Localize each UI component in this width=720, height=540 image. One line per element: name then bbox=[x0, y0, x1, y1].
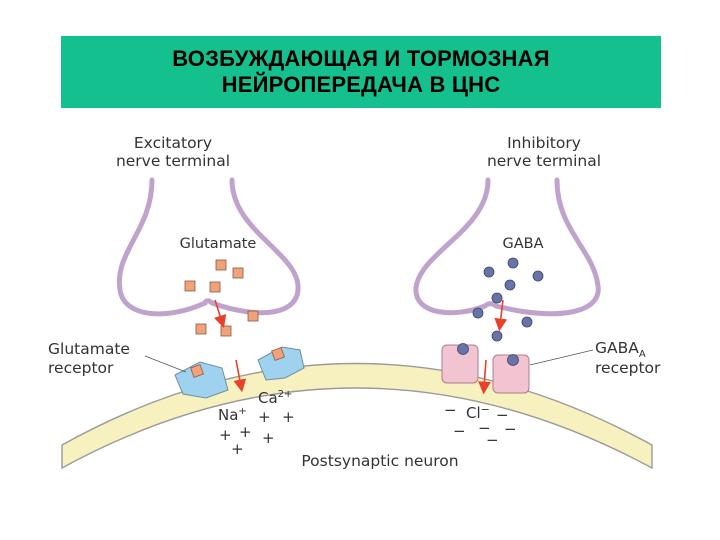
svg-text:−: − bbox=[486, 431, 499, 449]
svg-text:+: + bbox=[239, 423, 252, 441]
positive-charges: ++ +++ + bbox=[219, 408, 295, 458]
title-band: ВОЗБУЖДАЮЩАЯ И ТОРМОЗНАЯ НЕЙРОПЕРЕДАЧА В… bbox=[61, 36, 661, 108]
gaba-receptor-leader bbox=[529, 349, 594, 366]
glutamate-molecule bbox=[220, 325, 232, 337]
svg-text:+: + bbox=[258, 408, 271, 426]
svg-text:−: − bbox=[496, 406, 509, 424]
gaba-molecule bbox=[491, 292, 503, 304]
release-arrow-gaba bbox=[494, 299, 508, 332]
influx-arrow-chloride bbox=[478, 359, 491, 395]
glutamate-receptor-leader bbox=[144, 355, 187, 373]
glutamate-molecule bbox=[195, 323, 207, 335]
gaba-molecule bbox=[483, 266, 495, 278]
glutamate-molecule bbox=[247, 310, 259, 322]
svg-text:−: − bbox=[504, 420, 517, 438]
glutamate-receptor bbox=[174, 346, 305, 399]
influx-arrow-cation bbox=[233, 359, 247, 393]
gaba-molecule bbox=[504, 279, 516, 291]
inhibitory-terminal bbox=[413, 177, 601, 317]
inhibitory-label-line1: Inhibitory bbox=[507, 134, 581, 152]
gaba-molecule bbox=[472, 307, 484, 319]
gaba-receptor-label-line1: GABAA bbox=[595, 339, 646, 360]
gaba-receptor-label-line2: receptor bbox=[595, 359, 661, 377]
excitatory-label-line2: nerve terminal bbox=[116, 152, 230, 170]
gaba-molecule bbox=[507, 257, 519, 269]
glutamate-label: Glutamate bbox=[180, 236, 257, 252]
svg-text:−: − bbox=[444, 401, 457, 419]
gaba-molecule bbox=[521, 316, 533, 328]
glutamate-molecule bbox=[209, 281, 221, 293]
svg-text:−: − bbox=[478, 419, 491, 437]
calcium-symbol: Ca bbox=[258, 389, 278, 407]
gaba-molecule bbox=[532, 270, 544, 282]
title-line-2: НЕЙРОПЕРЕДАЧА В ЦНС bbox=[221, 72, 501, 97]
gaba-label: GABA bbox=[502, 236, 543, 252]
svg-text:+: + bbox=[219, 426, 232, 444]
svg-text:−: − bbox=[453, 422, 466, 440]
glutamate-molecule bbox=[215, 259, 227, 271]
glutamate-molecule bbox=[232, 267, 244, 279]
title-line-1: ВОЗБУЖДАЮЩАЯ И ТОРМОЗНАЯ bbox=[172, 46, 550, 71]
calcium-charge: 2+ bbox=[278, 389, 293, 400]
svg-text:+: + bbox=[231, 440, 244, 458]
release-arrow-glutamate bbox=[213, 299, 227, 329]
svg-text:+: + bbox=[262, 429, 275, 447]
gaba-receptor-label-main: GABA bbox=[595, 339, 639, 357]
gaba-receptor-label-sub: A bbox=[639, 349, 646, 360]
calcium-ion-label: Ca2+ bbox=[258, 389, 292, 407]
gaba-molecule bbox=[491, 330, 503, 342]
sodium-charge: + bbox=[238, 406, 246, 417]
postsynaptic-neuron-label: Postsynaptic neuron bbox=[301, 452, 458, 470]
sodium-ion-label: Na+ bbox=[218, 406, 247, 424]
chloride-ion-label: Cl− bbox=[466, 403, 490, 422]
inhibitory-label-line2: nerve terminal bbox=[487, 152, 601, 170]
glutamate-molecule bbox=[184, 280, 196, 292]
chloride-charge: − bbox=[481, 403, 490, 416]
gaba-molecules bbox=[472, 257, 544, 342]
glutamate-receptor-label-line1: Glutamate bbox=[48, 340, 130, 358]
excitatory-terminal bbox=[116, 177, 301, 317]
sodium-symbol: Na bbox=[218, 406, 238, 424]
glutamate-molecules bbox=[184, 259, 259, 337]
negative-charges: −− −− −− bbox=[444, 401, 517, 449]
glutamate-receptor-label-line2: receptor bbox=[48, 359, 114, 377]
chloride-symbol: Cl bbox=[466, 404, 481, 422]
excitatory-label-line1: Excitatory bbox=[134, 134, 212, 152]
gaba-a-receptor bbox=[441, 343, 530, 394]
svg-text:+: + bbox=[282, 408, 295, 426]
